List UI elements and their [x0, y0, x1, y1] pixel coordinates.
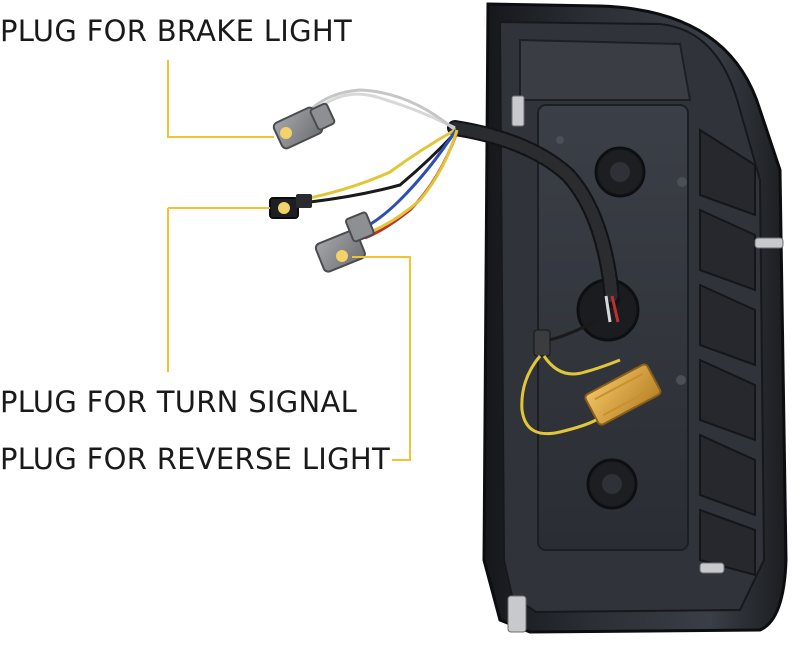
turn-callout-line: [167, 207, 270, 372]
tail-light-housing: [482, 2, 788, 634]
turn-signal-label: PLUG FOR TURN SIGNAL: [0, 385, 358, 419]
brake-light-label: PLUG FOR BRAKE LIGHT: [0, 14, 352, 48]
turn-signal-plug: [269, 194, 312, 219]
callout-lines: [167, 60, 411, 461]
wire-harness: [447, 120, 621, 436]
brake-callout-line: [167, 60, 274, 138]
brake-light-plug: [272, 102, 336, 150]
reverse-light-label: PLUG FOR REVERSE LIGHT: [0, 442, 391, 476]
reverse-light-plug: [314, 211, 375, 273]
load-resistor: [584, 363, 662, 426]
reverse-callout-line: [352, 256, 411, 461]
plug-wires: [299, 88, 459, 240]
